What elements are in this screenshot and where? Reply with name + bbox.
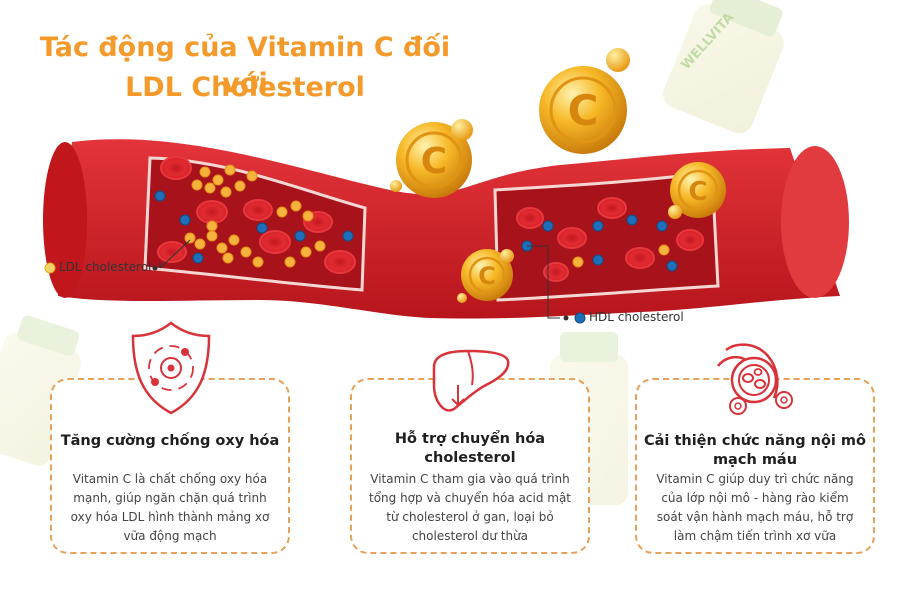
card-text-line: từ cholesterol ở gan, loại bỏ — [386, 510, 554, 524]
vitamin-c-letter: C — [478, 262, 496, 290]
card-text-line: của lớp nội mô - hàng rào kiểm — [661, 491, 849, 505]
card-text-line: tổng hợp và chuyển hóa acid mật — [368, 491, 572, 505]
liver-icon — [432, 349, 510, 412]
ldl-cholesterol-label: LDL cholesterol — [59, 260, 152, 274]
card-text-line: mạnh, giúp ngăn chặn quá trình — [73, 491, 267, 505]
card-title: Tăng cường chống oxy hóa — [60, 433, 280, 449]
card-text-line: soát vận hành mạch máu, hỗ trợ — [656, 510, 854, 524]
supplement-bottle-top-right: WELLVITA — [663, 0, 784, 134]
card-title-line: Hỗ trợ chuyển hóa — [394, 431, 546, 447]
card-text-line: Vitamin C tham gia vào quá trình — [370, 472, 570, 486]
card-cholesterol-metabolism: Hỗ trợ chuyển hóa cholesterol Vitamin C … — [350, 378, 590, 554]
vitamin-c-letter: C — [568, 86, 599, 135]
vitamin-c-letter: C — [421, 141, 447, 182]
page-title-line-2: LDL Cholesterol — [125, 72, 365, 103]
card-text-line: làm chậm tiến trình xơ vữa — [673, 529, 837, 543]
card-title: Hỗ trợ chuyển hóa cholesterol — [352, 430, 588, 468]
card-description: Vitamin C là chất chống oxy hóa mạnh, gi… — [62, 470, 278, 546]
card-title-line: cholesterol — [424, 450, 516, 466]
vitamin-c-orb-right: C — [668, 162, 726, 219]
ldl-callout — [44, 239, 191, 274]
card-text-line: Vitamin C giúp duy trì chức năng — [656, 472, 854, 486]
card-text-line: oxy hóa LDL hình thành mảng xơ — [70, 510, 270, 524]
ldl-particles — [184, 164, 326, 268]
card-text-line: Vitamin C là chất chống oxy hóa — [72, 472, 268, 486]
blood-vessel-left-opening — [43, 142, 87, 298]
hdl-callout — [527, 245, 586, 324]
card-text-line: cholesterol dư thừa — [411, 529, 529, 543]
page-title-line-1: Tác động của Vitamin C đối với — [39, 32, 451, 99]
blood-vessel-icon — [717, 343, 793, 415]
hdl-cholesterol-label: HDL cholesterol — [589, 310, 684, 324]
card-title: Cải thiện chức năng nội mô mạch máu — [637, 432, 873, 470]
card-title-line: Cải thiện chức năng nội mô — [644, 433, 866, 449]
card-description: Vitamin C giúp duy trì chức năng của lớp… — [647, 470, 863, 546]
card-endothelial-function: Cải thiện chức năng nội mô mạch máu Vita… — [635, 378, 875, 554]
vitamin-c-orb-small: C — [457, 249, 514, 303]
ldl-particles-right-window — [572, 244, 670, 268]
vitamin-c-letter: C — [688, 177, 707, 207]
card-text-line: vữa động mạch — [123, 529, 217, 543]
vitamin-c-orb-medium: C — [390, 119, 473, 198]
vitamin-c-orb-large: C — [539, 48, 630, 154]
card-title-line: mạch máu — [712, 452, 798, 468]
card-description: Vitamin C tham gia vào quá trình tổng hợ… — [362, 470, 578, 546]
blood-vessel-right-end — [781, 146, 849, 298]
shield-icon — [131, 321, 211, 415]
